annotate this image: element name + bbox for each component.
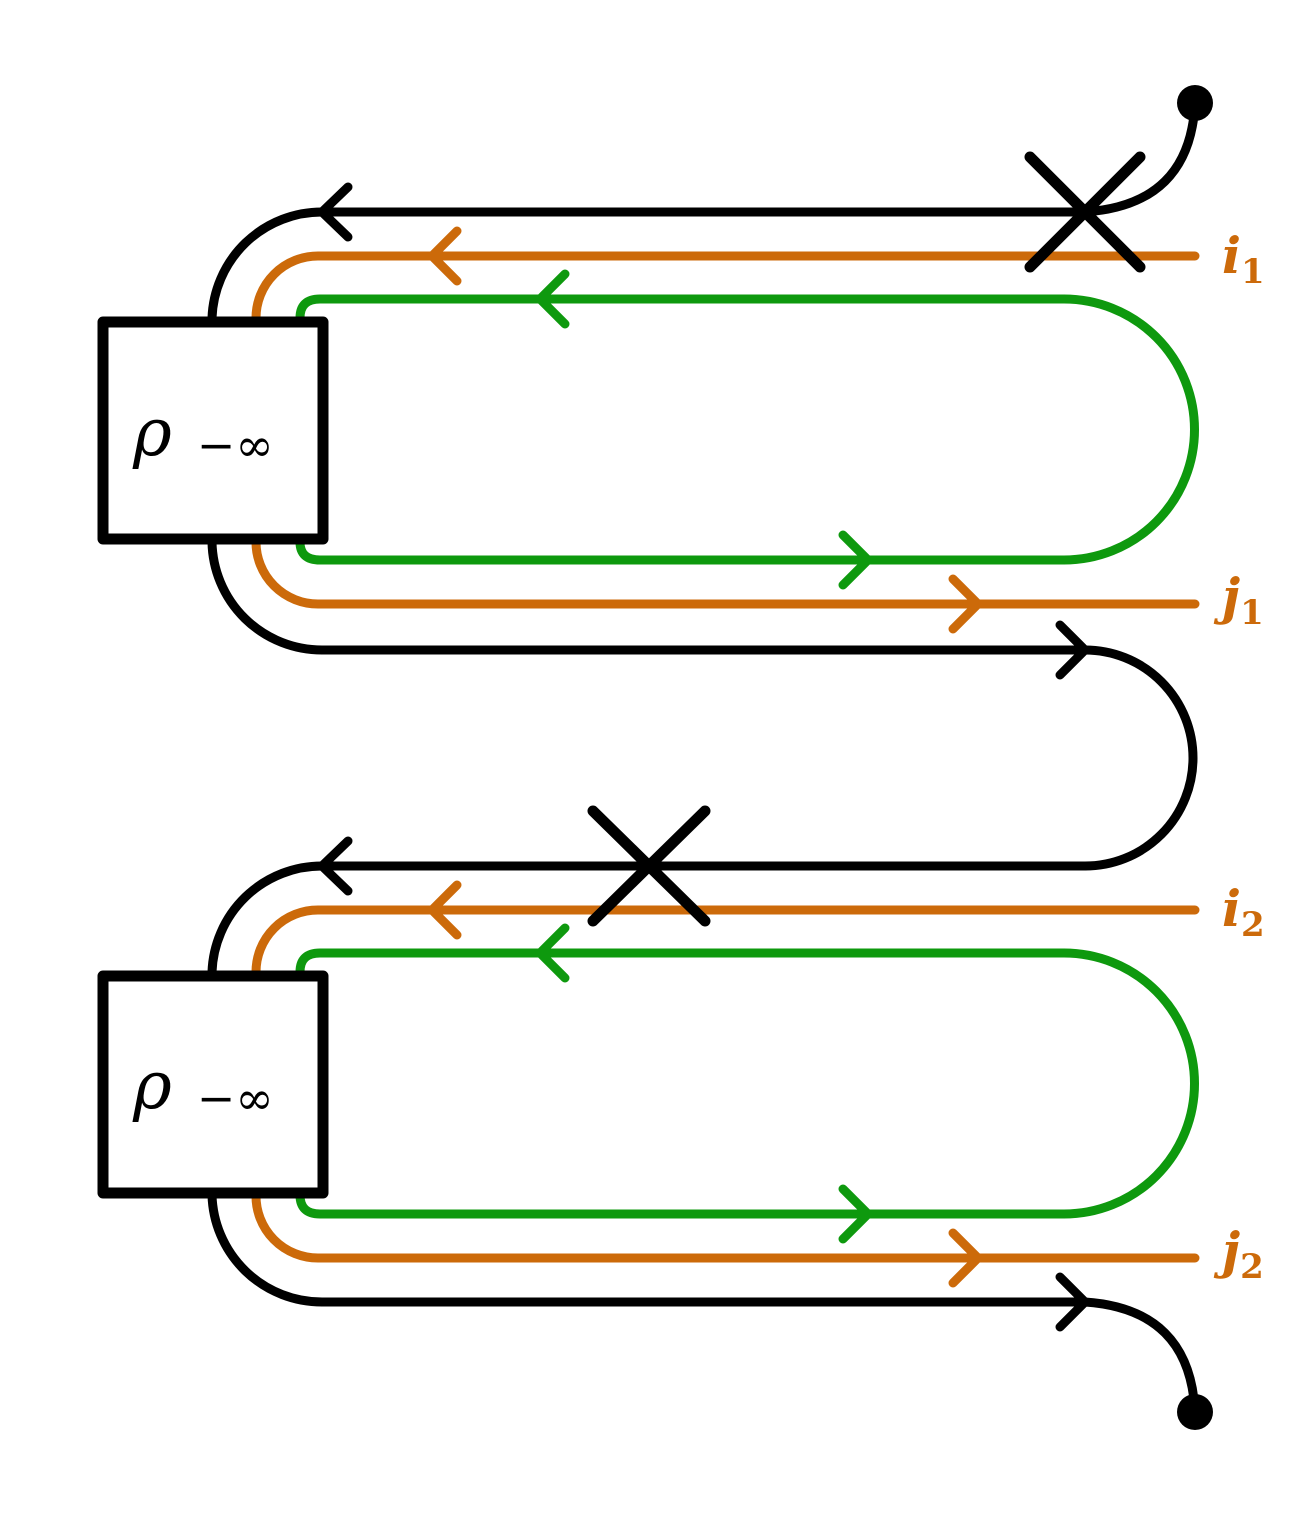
black-contour: [207, 98, 1200, 1417]
label-i1: i1: [1222, 226, 1265, 292]
rho-subscript: −∞: [197, 1071, 274, 1125]
label-i2: i2: [1222, 879, 1265, 945]
orange-j2-line: [251, 1190, 1200, 1263]
contour-middle-turn: [1080, 645, 1198, 871]
rho-symbol: ρ: [132, 394, 172, 471]
black-arrowheads: [317, 182, 1090, 1332]
contour-top-lower-line: [207, 537, 1090, 655]
rho-box-top: ρ −∞: [97, 316, 329, 545]
contour-end-curve: [1080, 1297, 1200, 1417]
svg-text:ρ −∞: ρ −∞: [132, 1047, 274, 1125]
arrow-left-icon: [427, 880, 462, 940]
arrow-right-icon: [948, 574, 983, 634]
contour-start-curve: [1080, 98, 1200, 217]
orange-lines: [251, 226, 1200, 1288]
orange-j1-line: [251, 537, 1200, 609]
arrow-left-icon: [317, 836, 353, 896]
orange-i1-line: [251, 251, 1200, 323]
arrow-right-icon: [1055, 620, 1090, 680]
arrow-right-icon: [838, 530, 873, 590]
arrow-right-icon: [838, 1184, 873, 1244]
rho-subscript: −∞: [197, 418, 274, 472]
arrow-left-icon: [535, 923, 570, 983]
svg-text:ρ −∞: ρ −∞: [132, 394, 274, 472]
rho-symbol: ρ: [132, 1047, 172, 1124]
contour-top-upper-line: [207, 207, 1090, 323]
contour-bottom-upper-line: [207, 861, 1090, 977]
contour-bottom-lower-line: [207, 1190, 1090, 1307]
rho-box-bottom: ρ −∞: [97, 970, 329, 1199]
orange-i2-line: [251, 905, 1200, 977]
x-mark-icon: [1024, 151, 1146, 273]
green-loop-bottom: [295, 948, 1199, 1219]
arrow-right-icon: [948, 1228, 983, 1288]
arrow-left-icon: [535, 269, 570, 329]
contour-end-dot: [1177, 1394, 1213, 1430]
green-loops: [295, 269, 1199, 1244]
x-mark-icon: [587, 805, 711, 927]
contour-start-dot: [1177, 85, 1213, 121]
arrow-right-icon: [1055, 1272, 1090, 1332]
green-loop-top: [295, 294, 1199, 565]
arrow-left-icon: [317, 182, 353, 242]
arrow-left-icon: [427, 226, 462, 286]
